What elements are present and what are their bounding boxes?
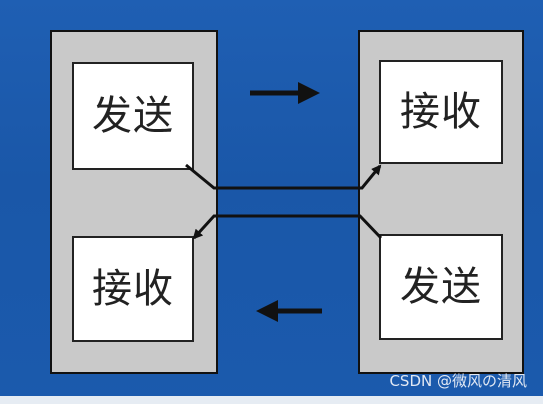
bottom-band — [0, 396, 543, 404]
left-receive-box: 接收 — [72, 236, 194, 342]
right-receive-box: 接收 — [379, 60, 503, 164]
right-receive-label: 接收 — [400, 89, 482, 135]
left-receive-label: 接收 — [92, 266, 174, 312]
bottom-direction-arrow — [256, 300, 322, 322]
watermark: CSDN @微风の清风 — [389, 372, 527, 390]
right-send-label: 发送 — [400, 264, 482, 310]
left-send-box: 发送 — [72, 62, 194, 170]
left-send-label: 发送 — [92, 93, 174, 139]
send-to-receive-line — [185, 163, 382, 190]
receive-from-send-line — [192, 214, 383, 240]
right-send-box: 发送 — [379, 234, 503, 340]
top-direction-arrow — [250, 82, 320, 104]
